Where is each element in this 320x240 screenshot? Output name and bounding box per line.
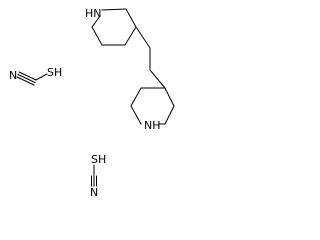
bond xyxy=(130,105,142,125)
nitrogen-label-1: N xyxy=(9,69,17,82)
chemical-structure: HN NH N SH SH N xyxy=(9,7,175,199)
bond xyxy=(135,26,151,49)
sh-label-1: SH xyxy=(47,66,62,79)
bond xyxy=(101,8,127,11)
bond xyxy=(164,105,175,125)
bond xyxy=(164,87,175,107)
nh-label-bottom: NH xyxy=(144,119,161,132)
sh-label-2: SH xyxy=(91,153,106,166)
bond xyxy=(125,8,137,28)
nitrogen-label-2: N xyxy=(90,186,98,199)
bond xyxy=(91,26,103,46)
triple-bond xyxy=(18,71,37,81)
thiocyanic-acid-2: SH N xyxy=(90,153,106,199)
propyl-chain xyxy=(135,26,166,89)
bond xyxy=(124,26,137,46)
thiocyanic-acid-1: N SH xyxy=(9,66,62,86)
bond xyxy=(91,15,101,28)
bond xyxy=(130,87,142,107)
triple-bond xyxy=(17,74,36,83)
triple-bond xyxy=(16,76,35,86)
piperidine-ring-top: HN xyxy=(85,7,137,46)
piperidine-ring-bottom: NH xyxy=(130,87,175,132)
nh-label-top: HN xyxy=(85,7,102,20)
bond xyxy=(149,69,166,89)
bond xyxy=(35,73,48,81)
